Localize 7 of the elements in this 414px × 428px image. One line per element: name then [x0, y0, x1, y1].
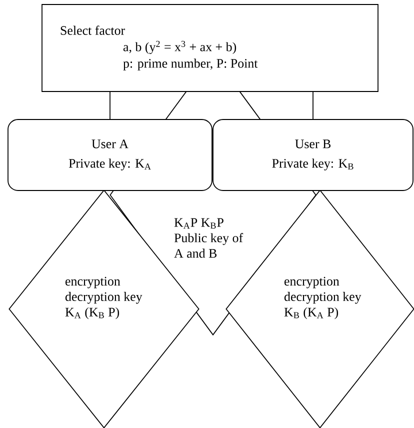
key-text: encryption decryption key K$_{B}$ (K$_{A}$ P): [284, 276, 362, 320]
user-box: User B Private key: K$_{B}$: [212, 119, 414, 191]
user-box: User A Private key: K$_{A}$: [8, 119, 212, 191]
factor-box: Select factor a, b (y$^{2}$ = x$^{3}$ + ax + b) p: prime number, P: Point: [42, 4, 378, 92]
key-text: encryption decryption key K$_{A}$ (K$_{B}$ P): [65, 276, 142, 320]
connector-line: [312, 92, 314, 120]
key-text: K$_{A}$P K$_{B}$P Public key of A and B: [174, 218, 244, 258]
